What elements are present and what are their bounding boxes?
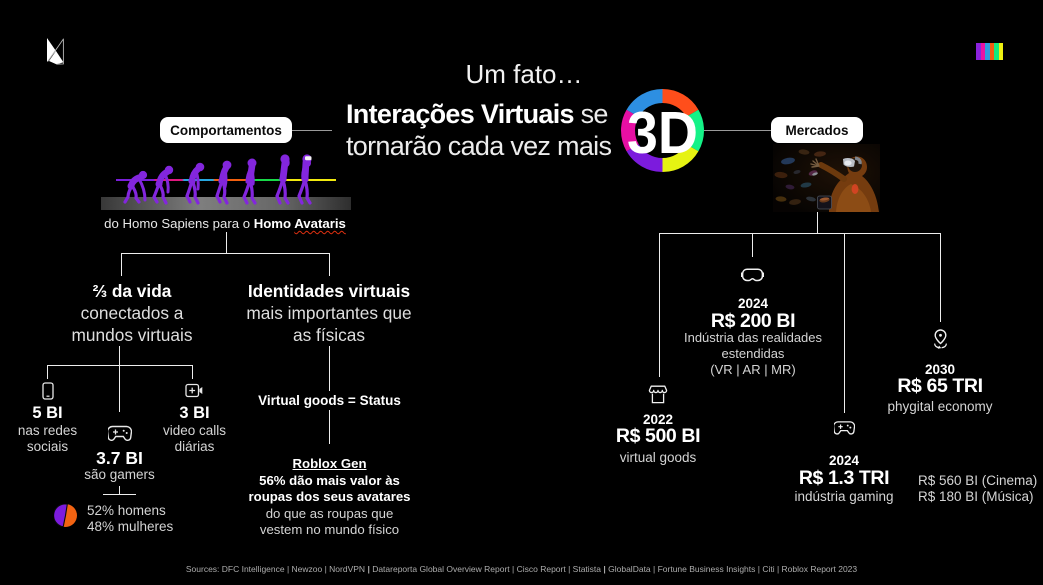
svg-text:3D: 3D [627,100,698,166]
